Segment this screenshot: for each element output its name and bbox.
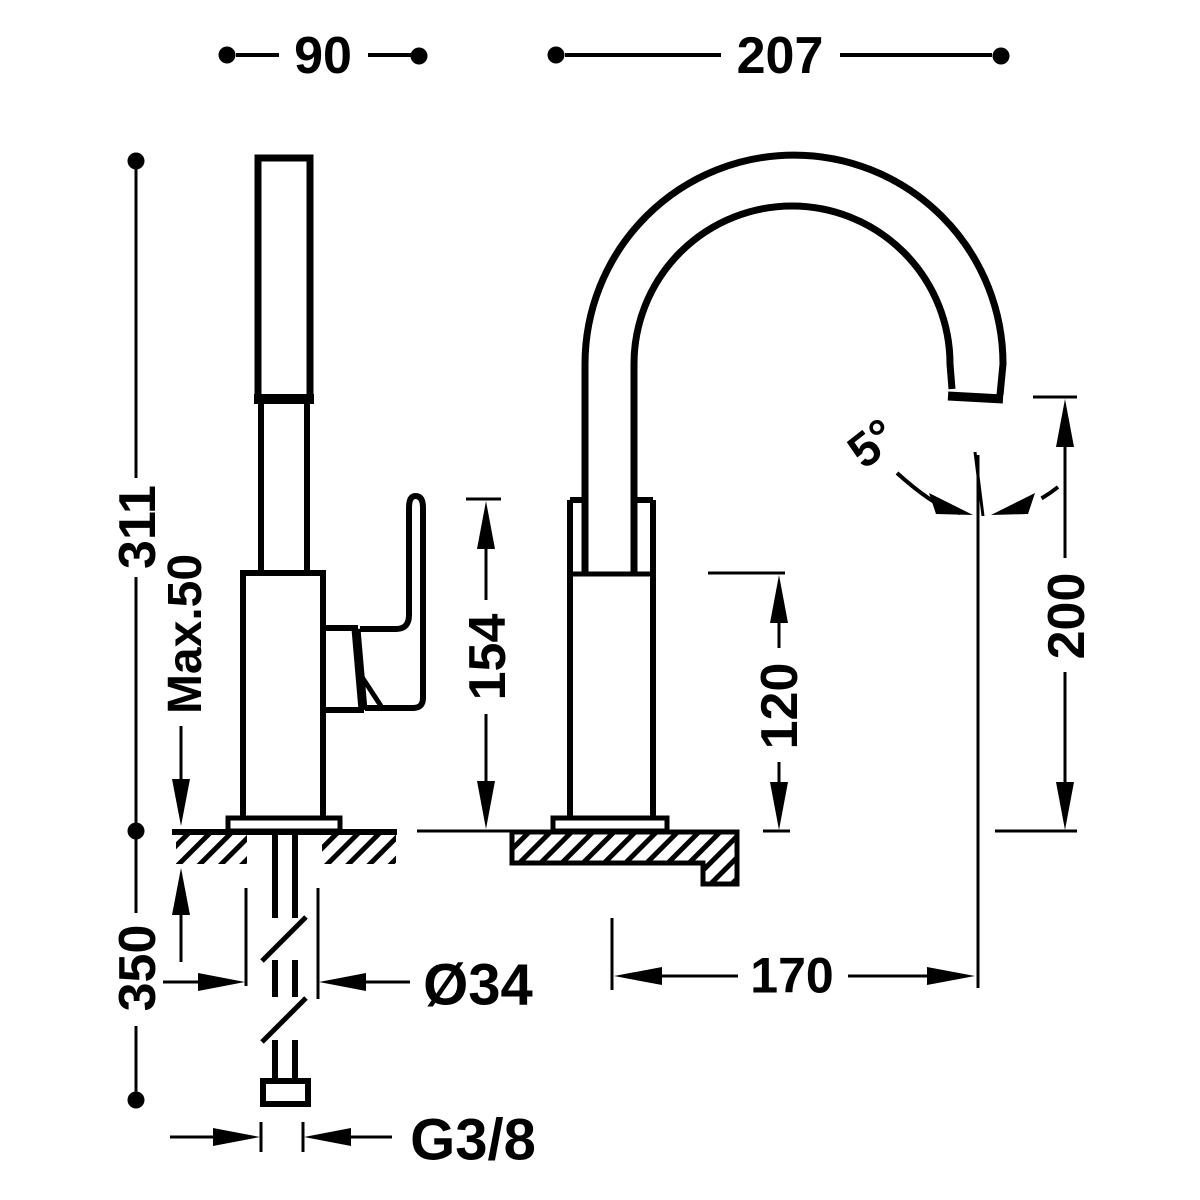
front-spout-inner-arc [630, 202, 956, 572]
dim-o34: Ø34 [163, 888, 533, 1017]
side-handle-lever [360, 492, 426, 711]
rod-end-nut [260, 1078, 311, 1107]
dim-200-label: 200 [1038, 573, 1096, 660]
dim-350-label: 350 [109, 925, 167, 1012]
dim-90: 90 [218, 27, 428, 85]
dim-207: 207 [547, 27, 1010, 85]
front-deck-cross-section [509, 829, 740, 887]
dim-350: 350 [109, 839, 167, 1109]
dim-311-label: 311 [109, 485, 167, 569]
side-spout-upper-column [254, 154, 314, 402]
dim-207-label: 207 [737, 27, 824, 85]
dim-350-dot-bottom [127, 1091, 145, 1109]
side-deck-hatch-left [176, 835, 247, 864]
side-body [240, 570, 326, 823]
front-spout-outlet-cap [947, 391, 1004, 404]
dim-g38: G3/8 [170, 1107, 536, 1172]
supply-rod [260, 835, 311, 1107]
dim-g38-label: G3/8 [410, 1107, 536, 1172]
front-base-flange [550, 815, 670, 834]
side-handle-front-edge [351, 628, 368, 711]
dim-311-dot-bottom [127, 822, 145, 840]
dim-207-dot-left [547, 46, 565, 64]
rod-break-mark-2 [260, 996, 308, 1044]
front-view [509, 151, 1007, 887]
dim-311: 311 [109, 152, 167, 840]
dim-90-dot-left [218, 46, 236, 64]
dim-154-label: 154 [459, 614, 517, 701]
dim-154: 154 [417, 497, 568, 833]
dim-170: 170 [610, 918, 975, 1004]
rod-break-mark-1 [260, 915, 308, 963]
outlet-tilt-line [973, 451, 985, 517]
dim-max50: Max.50 [159, 554, 212, 962]
dim-max50-label: Max.50 [159, 554, 212, 714]
front-spout-outer-arc [581, 151, 1007, 572]
dim-311-dot-top [127, 152, 145, 170]
dim-170-label: 170 [750, 948, 833, 1004]
dim-200: 200 [995, 395, 1096, 833]
side-handle-detail-line [355, 669, 384, 708]
dim-5deg: 5° [838, 409, 1060, 988]
dim-120: 120 [708, 571, 809, 833]
dim-90-label: 90 [294, 27, 352, 85]
dim-5deg-label: 5° [838, 409, 907, 479]
side-view [172, 154, 426, 1107]
dim-o34-label: Ø34 [423, 952, 533, 1017]
dim-90-dot-right [410, 47, 428, 65]
angle-arc-right-dashed [1001, 485, 1060, 514]
side-deck-hatch-right [322, 835, 396, 864]
dim-207-dot-right [992, 47, 1010, 65]
dim-120-label: 120 [751, 663, 809, 750]
